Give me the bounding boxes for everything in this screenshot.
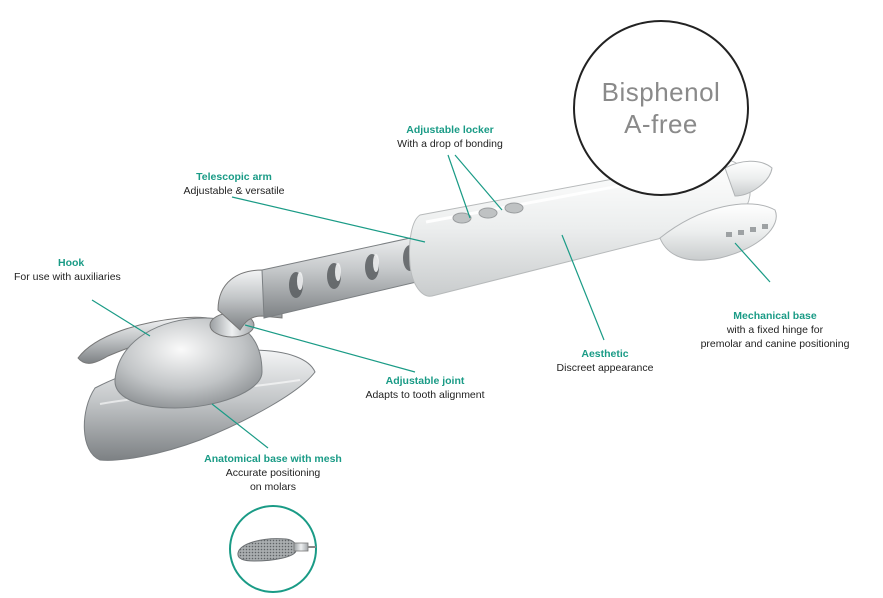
callout-mechanical-base-desc-1: with a fixed hinge for bbox=[726, 324, 824, 336]
callout-adjustable-locker: Adjustable locker With a drop of bonding bbox=[380, 123, 520, 151]
callout-adjustable-joint: Adjustable joint Adapts to tooth alignme… bbox=[346, 374, 504, 402]
callout-telescopic-arm-desc: Adjustable & versatile bbox=[183, 185, 285, 197]
callout-hook-title: Hook bbox=[58, 257, 85, 269]
callout-mechanical-base: Mechanical base with a fixed hinge for p… bbox=[684, 309, 866, 351]
callout-telescopic-arm-title: Telescopic arm bbox=[196, 171, 272, 183]
badge-line-1: Bisphenol bbox=[601, 77, 721, 107]
callout-anatomical-base-desc-1: Accurate positioning bbox=[225, 467, 321, 479]
callout-mechanical-base-desc-2: premolar and canine positioning bbox=[700, 338, 850, 350]
mesh-detail-inset bbox=[229, 505, 317, 593]
leader-lines bbox=[91, 154, 771, 449]
bisphenol-free-badge: Bisphenol A-free bbox=[573, 20, 749, 196]
callout-anatomical-base: Anatomical base with mesh Accurate posit… bbox=[190, 452, 356, 494]
callout-aesthetic: Aesthetic Discreet appearance bbox=[540, 347, 670, 375]
callout-hook: Hook For use with auxiliaries bbox=[14, 256, 121, 284]
callout-adjustable-locker-desc: With a drop of bonding bbox=[397, 138, 503, 150]
callout-aesthetic-desc: Discreet appearance bbox=[556, 362, 654, 374]
callout-anatomical-base-desc-2: on molars bbox=[249, 481, 297, 493]
callout-adjustable-joint-desc: Adapts to tooth alignment bbox=[365, 389, 485, 401]
badge-line-2: A-free bbox=[624, 109, 698, 139]
callout-adjustable-joint-title: Adjustable joint bbox=[385, 375, 465, 387]
mechanical-base-shape bbox=[659, 160, 777, 261]
callout-mechanical-base-title: Mechanical base bbox=[733, 310, 817, 322]
callout-hook-desc: For use with auxiliaries bbox=[14, 271, 121, 283]
callout-telescopic-arm: Telescopic arm Adjustable & versatile bbox=[166, 170, 302, 198]
telescopic-arm-shape bbox=[261, 231, 443, 319]
callout-adjustable-locker-title: Adjustable locker bbox=[406, 124, 494, 136]
callout-aesthetic-title: Aesthetic bbox=[581, 348, 629, 360]
callout-anatomical-base-title: Anatomical base with mesh bbox=[204, 453, 342, 465]
